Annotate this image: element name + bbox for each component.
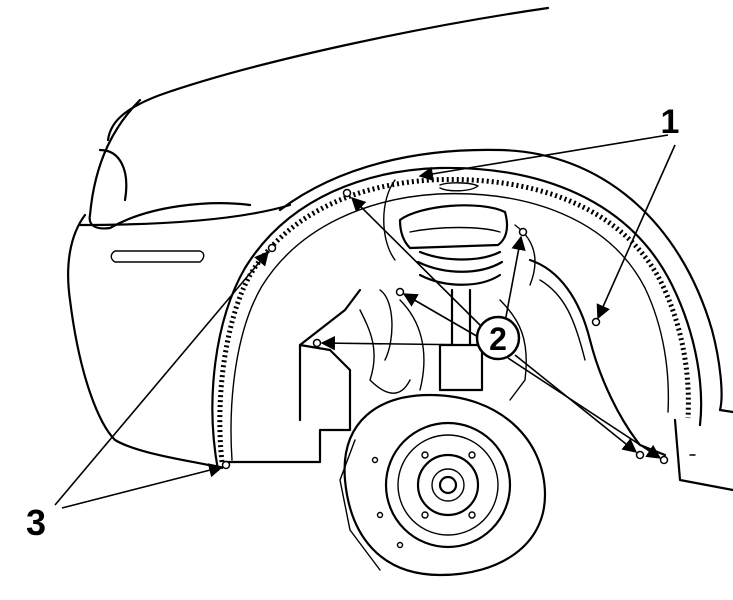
leader-2e	[514, 354, 638, 453]
leader-1a	[418, 134, 669, 181]
leader-2b	[402, 293, 481, 339]
leader-2c	[320, 335, 479, 351]
side-marker	[110, 250, 205, 263]
leader-1b	[596, 144, 676, 320]
leader-3a	[54, 250, 269, 506]
fastener	[395, 287, 405, 297]
fastener	[221, 460, 231, 470]
fastener	[267, 243, 277, 253]
callout-label-2: 2	[489, 321, 507, 357]
callout-label-3: 3	[26, 502, 46, 543]
strut-assembly	[359, 179, 536, 401]
callout-circle-2	[475, 315, 521, 361]
callout-label-1: 1	[661, 103, 680, 141]
brake-disc	[339, 393, 547, 577]
leader-3b	[61, 463, 224, 509]
fastener	[518, 227, 528, 237]
fender-body	[67, 6, 733, 492]
fastener	[659, 455, 669, 465]
callouts: 1 2 3	[26, 103, 679, 543]
fastener	[635, 450, 645, 460]
leader-2d	[504, 235, 526, 323]
fastener-points	[221, 188, 669, 470]
fastener	[591, 317, 601, 327]
fastener	[342, 188, 352, 198]
wheel-arch-liner	[211, 166, 703, 472]
leader-2a	[350, 196, 486, 331]
leader-2f	[507, 357, 662, 459]
fastener	[312, 338, 322, 348]
leader-lines	[54, 134, 676, 509]
